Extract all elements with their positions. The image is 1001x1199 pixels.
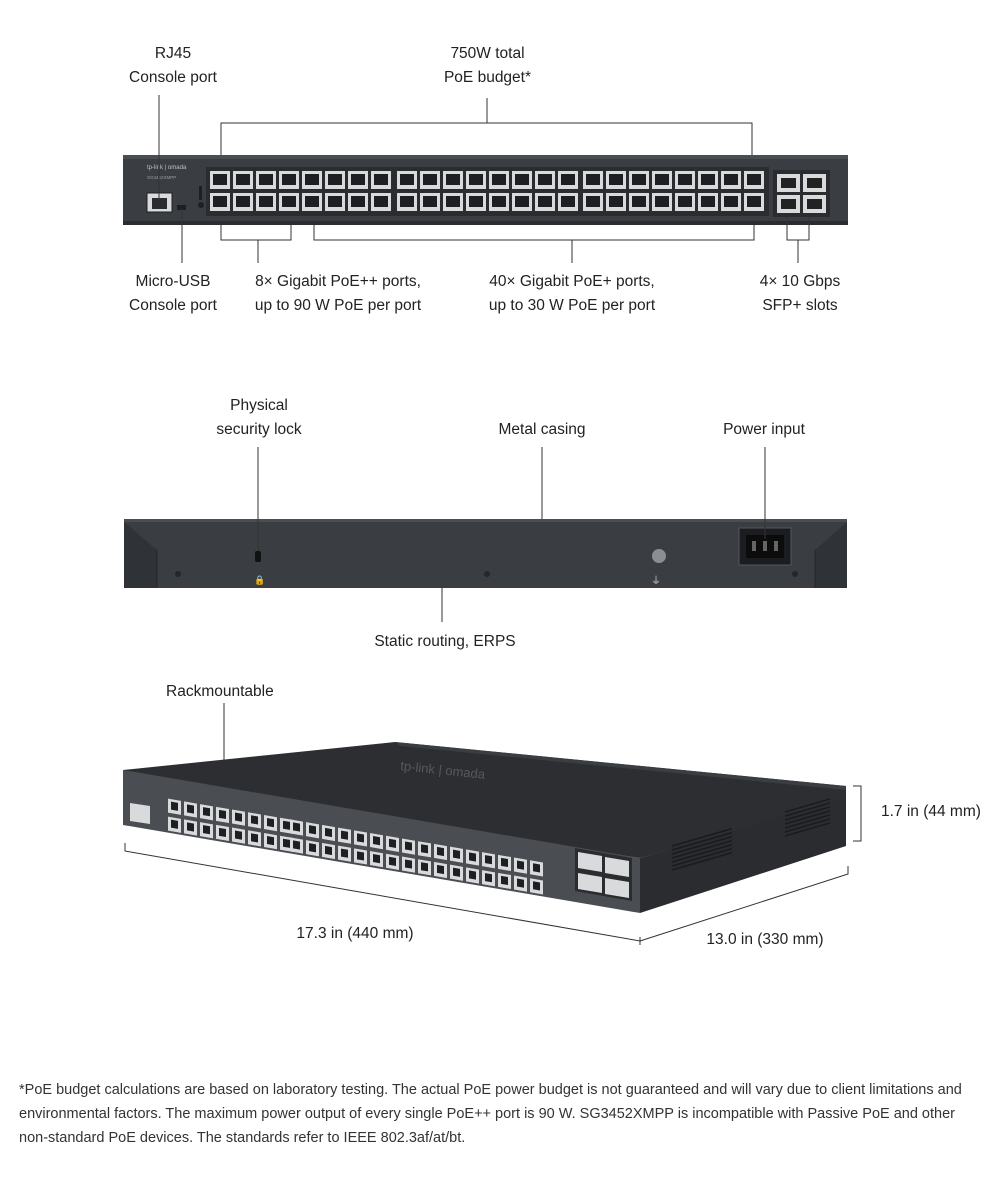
front-ethernet-ports — [206, 167, 769, 216]
poe-footnote: *PoE budget calculations are based on la… — [19, 1082, 962, 1146]
switch-side-face — [640, 798, 846, 913]
rear-panel-diagram: 🔒 ⏚ — [124, 447, 847, 622]
perspective-ethernet-ports — [168, 798, 543, 895]
power-input-label: Power input — [723, 421, 805, 438]
ground-icon: ⏚ — [651, 575, 661, 587]
brand-text: tp-link | omada — [147, 165, 187, 171]
security-lock-slot — [255, 551, 261, 562]
rackmountable-label: Rackmountable — [166, 683, 274, 700]
poe-plus-plus-ports-label: 8× Gigabit PoE++ ports,up to 90 W PoE pe… — [254, 273, 422, 314]
sfp-slot-block — [773, 170, 830, 217]
height-dimension-label: 1.7 in (44 mm) — [881, 803, 981, 820]
ground-screw — [652, 549, 666, 563]
perspective-diagram: tp-link | omada — [123, 703, 862, 945]
perspective-console-port — [130, 803, 150, 824]
perspective-sfp-block — [575, 848, 632, 901]
micro-usb-port — [177, 205, 186, 210]
poe-plus-ports-label: 40× Gigabit PoE+ ports,up to 30 W PoE pe… — [488, 273, 656, 314]
metal-casing-label: Metal casing — [498, 421, 586, 438]
lock-icon: 🔒 — [254, 575, 265, 586]
side-vents — [671, 798, 831, 871]
width-dimension-label: 17.3 in (440 mm) — [296, 925, 414, 942]
static-routing-label: Static routing, ERPS — [374, 633, 516, 650]
model-text: SG3452XMPP — [147, 175, 176, 180]
front-panel-diagram: tp-link | omada SG3452XMPP — [123, 95, 848, 263]
depth-dimension-label: 13.0 in (330 mm) — [706, 931, 824, 948]
